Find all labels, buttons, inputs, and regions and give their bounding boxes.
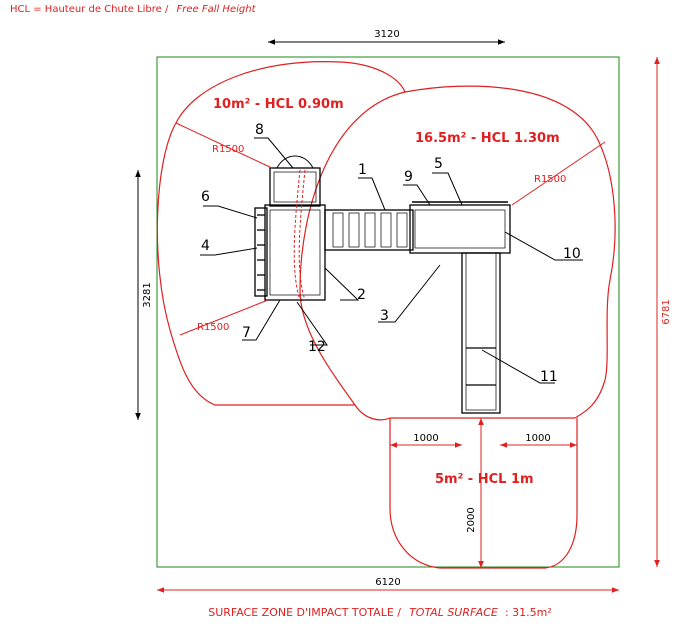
footer-total-surface: SURFACE ZONE D'IMPACT TOTALE / TOTAL SUR…: [208, 601, 552, 620]
callout-6: 6: [201, 189, 210, 205]
callout-5: 5: [434, 156, 443, 172]
callout-12: 12: [308, 339, 326, 355]
callout-7: 7: [242, 325, 251, 341]
left-climbing-panel: [254, 207, 268, 297]
dim-left-height: 3281: [142, 282, 153, 307]
callout-9: 9: [404, 169, 413, 185]
legend-fr: HCL = Hauteur de Chute Libre /: [10, 4, 169, 15]
dim-right-height: 6781: [661, 299, 672, 324]
dim-slide-left-offset: 1000: [413, 433, 438, 444]
footer-value: : 31.5m²: [505, 606, 552, 619]
dim-slide-right-offset: 1000: [525, 433, 550, 444]
legend-text: HCL = Hauteur de Chute Libre / Free Fall…: [10, 0, 257, 16]
connecting-bridge: [324, 209, 414, 251]
legend-en: Free Fall Height: [176, 4, 256, 15]
top-roof-frame: [269, 167, 321, 207]
radius-bottom-left: R1500: [197, 322, 229, 333]
zone-slide-label: 5m² - HCL 1m: [435, 472, 534, 487]
zone-right-label: 16.5m² - HCL 1.30m: [415, 131, 560, 146]
left-tower: [264, 204, 326, 301]
play-structure: [254, 155, 511, 414]
impact-zone-outline: [156, 61, 616, 569]
callout-2: 2: [357, 287, 366, 303]
dim-slide-depth: 2000: [466, 507, 477, 532]
callout-8: 8: [255, 122, 264, 138]
footer-label-fr: SURFACE ZONE D'IMPACT TOTALE /: [208, 606, 401, 619]
callout-10: 10: [563, 246, 581, 262]
zone-left-label: 10m² - HCL 0.90m: [213, 97, 344, 112]
footer-label-en: TOTAL SURFACE: [409, 606, 498, 619]
right-platform: [409, 204, 511, 254]
slide: [461, 252, 501, 414]
dim-bottom-width: 6120: [375, 577, 400, 588]
callout-3: 3: [380, 308, 389, 324]
callout-11: 11: [540, 369, 558, 385]
radius-top-right: R1500: [534, 174, 566, 185]
callout-1: 1: [358, 162, 367, 178]
dimension-lines: 3120 3281 6781 6120 1000 1000 2000 R1500…: [135, 29, 672, 593]
callout-leaders: [200, 137, 583, 384]
site-boundary: [156, 56, 620, 568]
dim-top-width: 3120: [374, 29, 399, 40]
callout-4: 4: [201, 238, 210, 254]
radius-top-left: R1500: [212, 144, 244, 155]
